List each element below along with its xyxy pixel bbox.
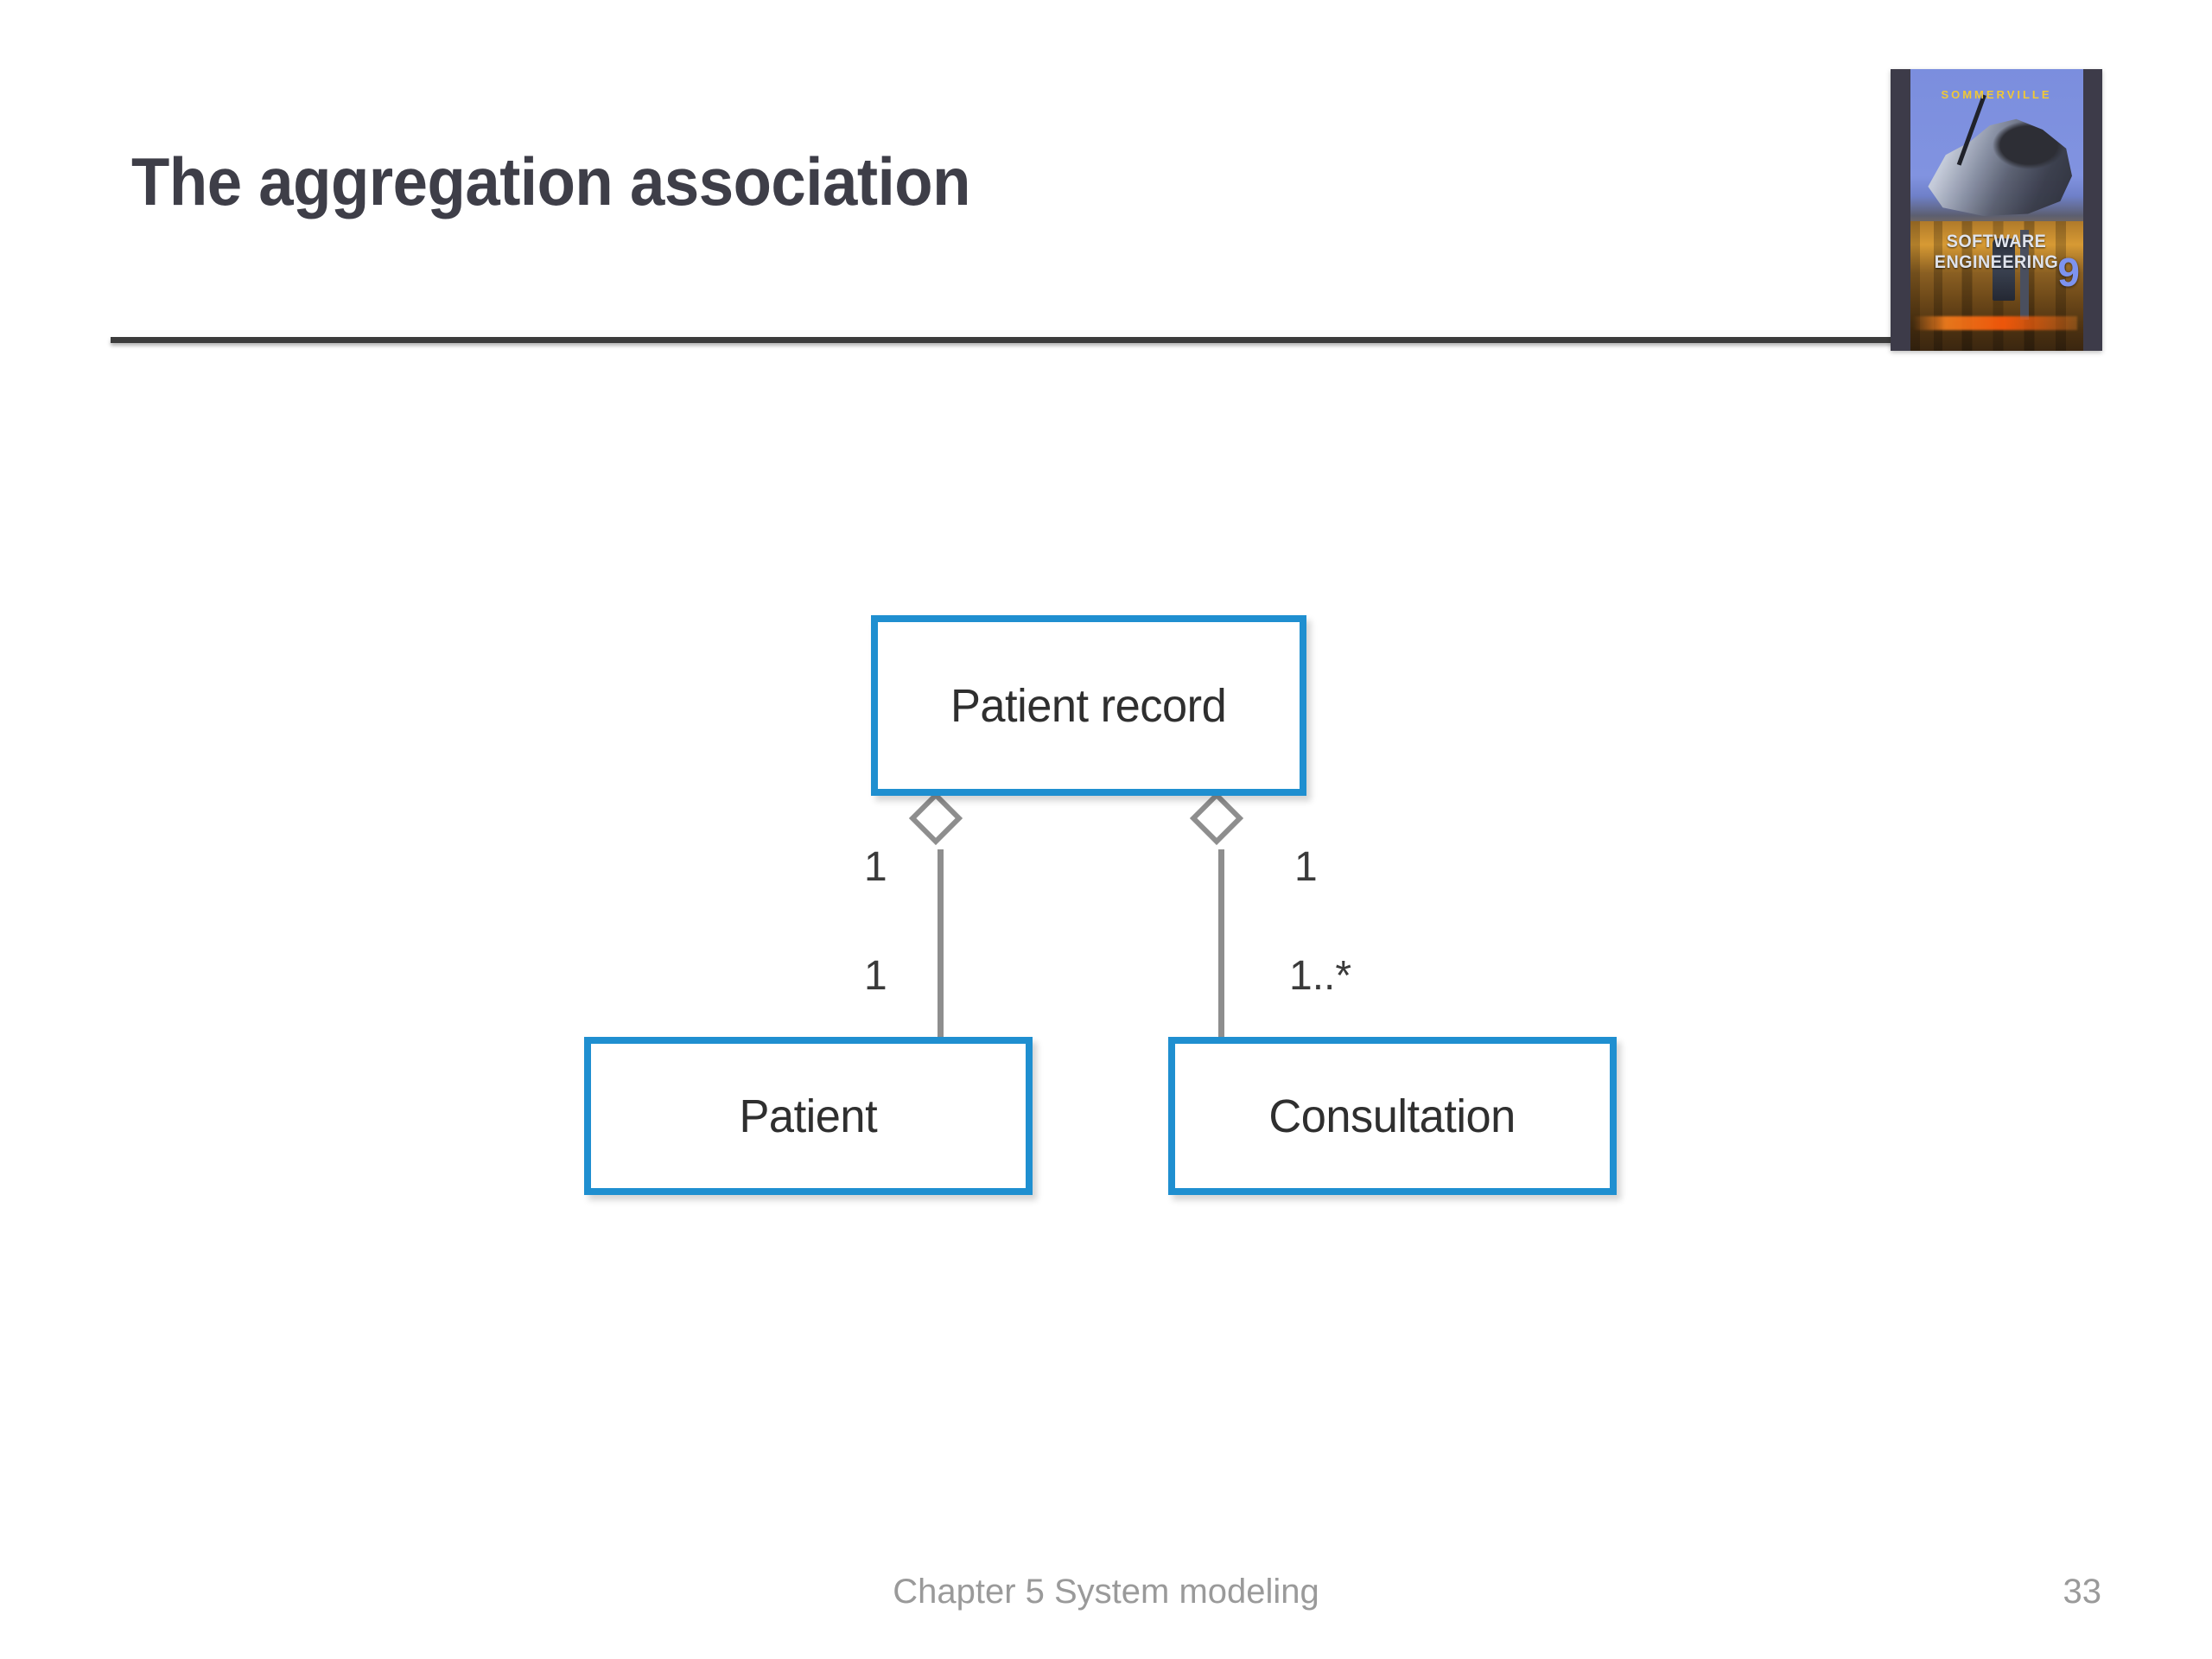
multiplicity-patient-whole: 1 <box>864 844 887 890</box>
page-number: 33 <box>2063 1573 2102 1611</box>
book-cover-left-edge <box>1891 69 1910 351</box>
book-cover-glow <box>1913 316 2077 330</box>
book-cover-image: SOMMERVILLE SOFTWARE ENGINEERING 9 <box>1891 69 2102 351</box>
book-cover-edition: 9 <box>2057 250 2080 295</box>
book-cover-right-edge <box>2083 69 2102 351</box>
aggregation-diamond-consultation <box>1189 791 1244 846</box>
association-line-patient <box>938 849 944 1039</box>
association-line-consultation <box>1218 849 1224 1039</box>
multiplicity-consultation-part: 1..* <box>1289 953 1352 999</box>
book-cover-worker <box>1993 238 2015 301</box>
book-cover-title: SOFTWARE ENGINEERING <box>1934 232 2059 272</box>
footer-chapter-label: Chapter 5 System modeling <box>893 1573 1319 1611</box>
uml-class-label: Consultation <box>1268 1090 1516 1142</box>
page-title: The aggregation association <box>131 143 970 219</box>
uml-class-patient[interactable]: Patient <box>584 1037 1033 1195</box>
uml-class-consultation[interactable]: Consultation <box>1168 1037 1617 1195</box>
title-divider <box>111 337 1904 343</box>
book-cover-crane <box>2020 230 2029 320</box>
uml-class-patient-record[interactable]: Patient record <box>871 615 1306 796</box>
multiplicity-patient-part: 1 <box>864 953 887 999</box>
aggregation-diamond-patient <box>908 791 963 846</box>
uml-class-label: Patient <box>739 1090 878 1142</box>
multiplicity-consultation-whole: 1 <box>1294 844 1318 890</box>
book-cover-author: SOMMERVILLE <box>1941 88 2052 101</box>
uml-class-label: Patient record <box>950 679 1227 732</box>
